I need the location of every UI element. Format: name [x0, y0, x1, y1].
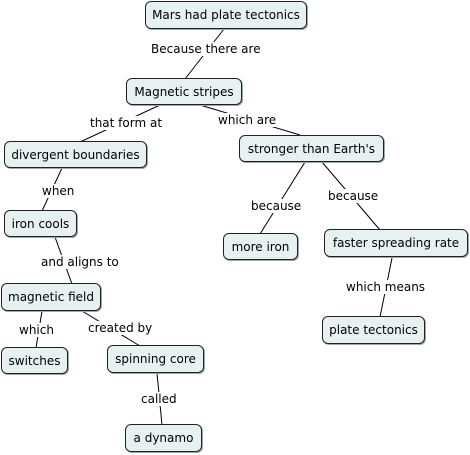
node-spinning-core[interactable]: spinning core [107, 345, 204, 373]
link-because-there-are: Because there are [150, 42, 262, 56]
link-because-right: because [327, 189, 380, 203]
node-divergent-boundaries[interactable]: divergent boundaries [4, 141, 147, 168]
link-which: which [18, 323, 55, 337]
node-a-dynamo[interactable]: a dynamo [125, 424, 202, 452]
link-when: when [41, 184, 76, 198]
link-because-left: because [250, 199, 303, 213]
node-more-iron[interactable]: more iron [223, 233, 298, 260]
link-created-by: created by [87, 321, 154, 335]
node-switches[interactable]: switches [1, 347, 68, 374]
node-magnetic-field[interactable]: magnetic field [1, 283, 101, 311]
node-magnetic-stripes[interactable]: Magnetic stripes [126, 78, 242, 105]
node-mars-had-plate-tectonics[interactable]: Mars had plate tectonics [145, 1, 307, 29]
node-iron-cools[interactable]: iron cools [4, 210, 77, 237]
link-and-aligns-to: and aligns to [40, 255, 120, 269]
node-plate-tectonics[interactable]: plate tectonics [322, 316, 425, 344]
link-called: called [140, 392, 178, 406]
node-faster-spreading-rate[interactable]: faster spreading rate [324, 229, 468, 257]
node-stronger-than-earths[interactable]: stronger than Earth's [239, 135, 384, 162]
link-that-form-at: that form at [89, 116, 164, 130]
link-which-are: which are [217, 113, 278, 127]
link-which-means: which means [345, 280, 427, 294]
edge-stronger-moreiron [259, 161, 306, 235]
